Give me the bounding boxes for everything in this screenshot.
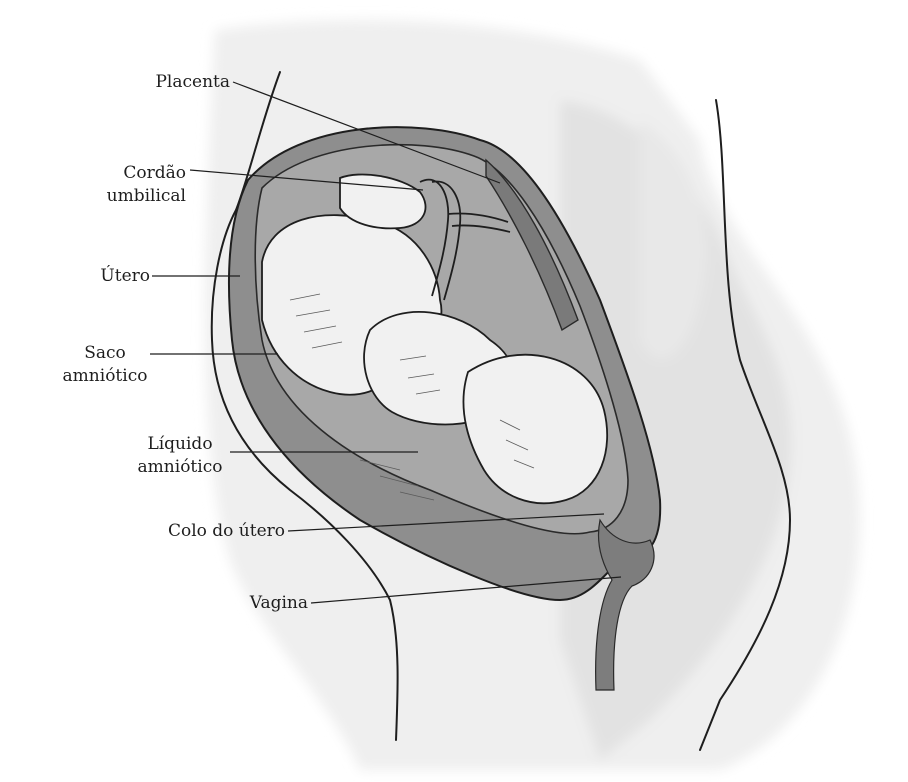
label-utero: Útero	[60, 265, 150, 288]
label-liquido-line2: amniótico	[132, 456, 228, 479]
label-liquido-line1: Líquido	[132, 433, 228, 456]
label-cordao-line2: umbilical	[80, 185, 186, 208]
label-vagina: Vagina	[220, 592, 308, 615]
label-placenta: Placenta	[120, 71, 230, 94]
label-cordao-umbilical: Cordão umbilical	[80, 162, 186, 208]
label-colo-do-utero: Colo do útero	[130, 520, 285, 543]
label-saco-line2: amniótico	[60, 365, 150, 388]
label-saco-amniotico: Saco amniótico	[60, 342, 150, 388]
label-cordao-line1: Cordão	[80, 162, 186, 185]
label-liquido-amniotico: Líquido amniótico	[132, 433, 228, 479]
label-saco-line1: Saco	[60, 342, 150, 365]
